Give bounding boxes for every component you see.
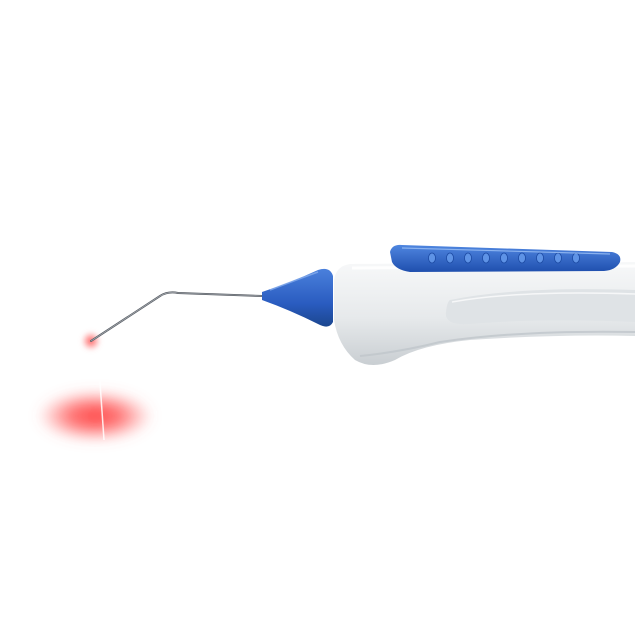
laser-surface-glow (37, 390, 153, 442)
blue-tip-cone (262, 268, 333, 327)
laser-beam-line (98, 367, 105, 441)
body-recess (445, 289, 635, 325)
optical-fiber (90, 291, 263, 342)
grip-ridges (428, 252, 580, 264)
